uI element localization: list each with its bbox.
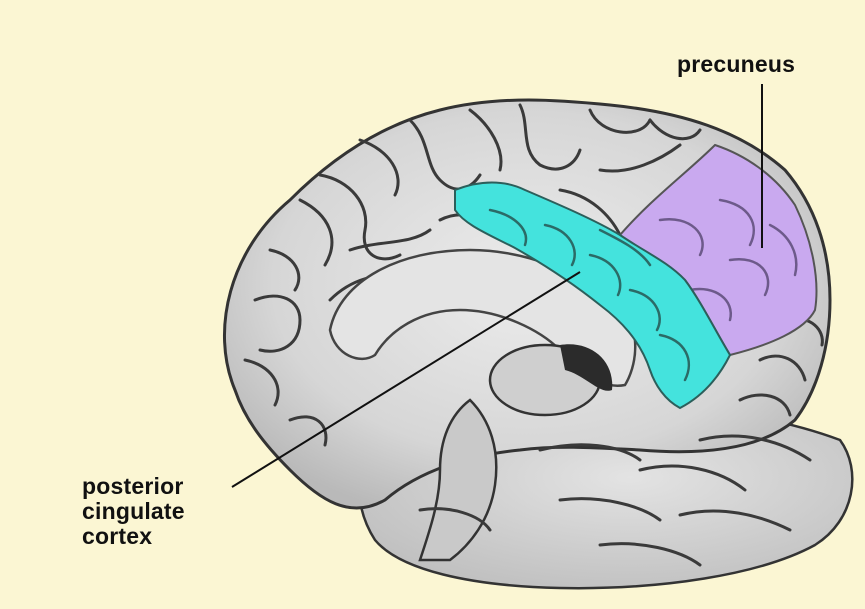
posterior-cingulate-cortex-label: posterior cingulate cortex xyxy=(82,474,185,549)
pcc-label-line-1: posterior xyxy=(82,474,185,499)
pcc-label-line-2: cingulate xyxy=(82,499,185,524)
precuneus-label: precuneus xyxy=(677,52,795,77)
pcc-label-line-3: cortex xyxy=(82,524,185,549)
